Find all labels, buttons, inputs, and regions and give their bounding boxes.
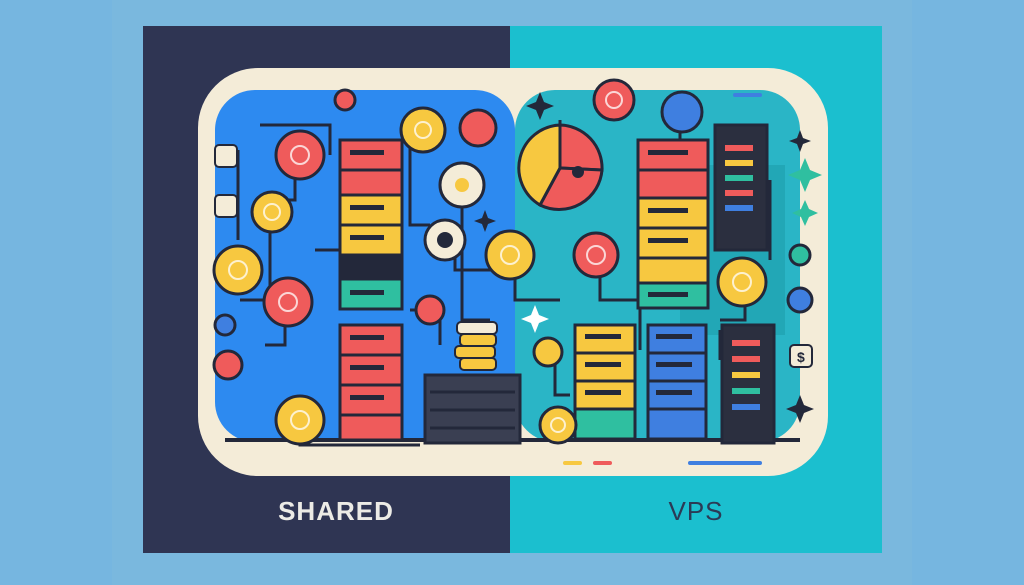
pie-dot: [572, 166, 584, 178]
sparkles-teal: [788, 158, 822, 226]
vps-pie: [517, 123, 604, 211]
dollar-badge-group: [214, 144, 813, 368]
shared-small-server: [423, 373, 522, 445]
backdrop-strip-left: [0, 0, 112, 585]
vps-dark-rack: [713, 123, 776, 445]
vps-node-rings: [550, 91, 752, 433]
node-red: [414, 294, 446, 326]
shared-server-slots: [350, 150, 384, 400]
node-yellow: [484, 229, 536, 281]
node-red: [458, 108, 498, 148]
node-red: [333, 88, 357, 112]
stacked-coins: [454, 321, 498, 371]
dollar-badge-vps: $: [797, 349, 805, 365]
backdrop-strip-right: [912, 0, 1024, 585]
node-yellow: [274, 394, 326, 446]
node-red: [212, 349, 244, 381]
shared-server-stack: [338, 138, 404, 442]
node-blue: [213, 313, 237, 337]
node-yellow: [212, 244, 264, 296]
node-rings: [228, 121, 520, 430]
vps-server-stack: [573, 138, 710, 441]
node-core: [437, 232, 453, 248]
sparkle-white: [521, 305, 549, 333]
vps-server-slots: [585, 150, 692, 395]
vps-label: VPS: [668, 496, 724, 526]
dash-decor: [563, 93, 762, 465]
node-yellow: [250, 190, 294, 234]
node-red: [274, 129, 326, 181]
sparkles: [474, 92, 814, 423]
vps-nodes: [532, 78, 814, 445]
node-yellow: [399, 106, 447, 154]
shared-nodes: [212, 88, 536, 446]
shared-label: SHARED: [278, 496, 394, 526]
node-core: [455, 178, 469, 192]
node-red: [262, 276, 314, 328]
